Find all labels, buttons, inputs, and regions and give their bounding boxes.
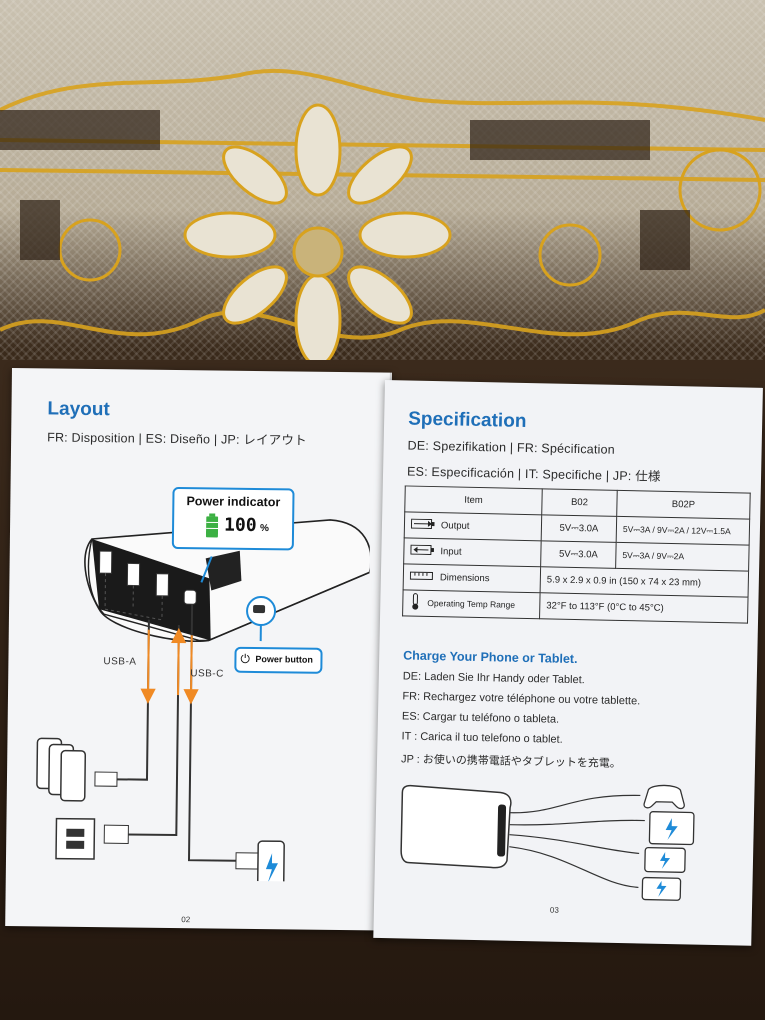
usb-c-label: USB-C bbox=[190, 668, 224, 680]
table-row: Dimensions 5.9 x 2.9 x 0.9 in (150 x 74 … bbox=[403, 563, 749, 598]
phones-stack-icon bbox=[36, 737, 87, 802]
page-title: Specification bbox=[407, 408, 527, 432]
page-subtitle-2: ES: Especificación | IT: Specifiche | JP… bbox=[406, 464, 661, 484]
row-item-label: Output bbox=[440, 520, 470, 532]
game-controller-icon bbox=[643, 784, 685, 810]
display-window bbox=[205, 550, 242, 591]
charge-line-fr: FR: Rechargez votre téléphone ou votre t… bbox=[402, 690, 641, 708]
power-icon: ⏻ bbox=[240, 651, 251, 666]
usb-a-label: USB-A bbox=[103, 656, 137, 668]
power-bank-diagram bbox=[36, 519, 371, 883]
battery-output-icon bbox=[410, 518, 435, 532]
table-row: Input 5V⎓3.0A 5V⎓3A / 9V⎓2A bbox=[403, 537, 750, 572]
usb-a-plug bbox=[103, 824, 129, 844]
charging-devices-diagram bbox=[400, 784, 695, 901]
header-b02: B02 bbox=[541, 488, 618, 517]
usb-port-3 bbox=[155, 573, 170, 597]
row-item-label: Input bbox=[440, 546, 462, 558]
battery-percent-value: 100 bbox=[223, 514, 257, 536]
phone-small-icon bbox=[641, 876, 682, 901]
power-indicator-callout: Power indicator 100 % bbox=[171, 486, 295, 551]
charge-line-de: DE: Laden Sie Ihr Handy oder Tablet. bbox=[402, 670, 585, 687]
row-item-label: Operating Temp Range bbox=[427, 597, 516, 610]
ruler-icon bbox=[409, 571, 434, 584]
usb-port-2 bbox=[126, 562, 141, 587]
thermometer-icon bbox=[409, 593, 421, 614]
page-number: 02 bbox=[181, 915, 191, 925]
micro-usb-plug bbox=[94, 771, 118, 787]
specification-page: Specification DE: Spezifikation | FR: Sp… bbox=[373, 380, 763, 946]
row-merged-value: 32°F to 113°F (0°C to 45°C) bbox=[539, 592, 749, 624]
lace-tablecloth bbox=[0, 0, 765, 380]
power-button-label: Power button bbox=[255, 653, 314, 665]
phone-landscape-icon bbox=[644, 846, 686, 873]
charge-title: Charge Your Phone or Tablet. bbox=[403, 648, 578, 667]
charge-line-it: IT : Carica il tuo telefono o tablet. bbox=[401, 730, 563, 746]
battery-icon bbox=[205, 513, 219, 538]
power-bank-icon bbox=[400, 784, 512, 869]
page-subtitle-1: DE: Spezifikation | FR: Spécification bbox=[407, 438, 616, 457]
tablet-charging-icon bbox=[648, 811, 695, 846]
power-indicator-label: Power indicator bbox=[186, 494, 281, 510]
header-b02p: B02P bbox=[616, 490, 751, 520]
wall-outlet-icon bbox=[55, 817, 96, 860]
charge-line-jp: JP : お使いの携帯電話やタブレットを充電。 bbox=[400, 753, 621, 771]
row-item-label: Dimensions bbox=[439, 572, 490, 585]
usb-c-plug bbox=[235, 852, 259, 870]
table-row: Output 5V⎓3.0A 5V⎓3A / 9V⎓2A / 12V⎓1.5A bbox=[404, 511, 750, 546]
page-title: Layout bbox=[47, 398, 110, 421]
page-number: 03 bbox=[549, 905, 559, 915]
usb-c-port bbox=[183, 589, 197, 605]
phone-charging-icon bbox=[256, 840, 285, 883]
battery-input-icon bbox=[410, 544, 434, 558]
row-b02-value: 5V⎓3.0A bbox=[540, 540, 617, 569]
layout-page: Layout FR: Disposition | ES: Diseño | JP… bbox=[5, 368, 392, 931]
battery-percent-unit: % bbox=[259, 523, 270, 535]
row-b02-value: 5V⎓3.0A bbox=[541, 514, 617, 543]
spec-table: Item B02 B02P Output 5V⎓3.0A 5V⎓3A / 9V⎓… bbox=[402, 485, 751, 624]
table-row: Operating Temp Range 32°F to 113°F (0°C … bbox=[402, 589, 749, 624]
page-subtitle: FR: Disposition | ES: Diseño | JP: レイアウト bbox=[47, 430, 307, 448]
row-b02p-value: 5V⎓3A / 9V⎓2A bbox=[615, 542, 750, 572]
row-b02p-value: 5V⎓3A / 9V⎓2A / 12V⎓1.5A bbox=[616, 516, 750, 546]
power-button-callout: ⏻ Power button bbox=[234, 646, 323, 674]
usb-port-1 bbox=[98, 550, 113, 574]
header-item: Item bbox=[404, 485, 543, 515]
lace-flower-pattern bbox=[0, 68, 765, 367]
charge-line-es: ES: Cargar tu teléfono o tableta. bbox=[401, 710, 560, 726]
